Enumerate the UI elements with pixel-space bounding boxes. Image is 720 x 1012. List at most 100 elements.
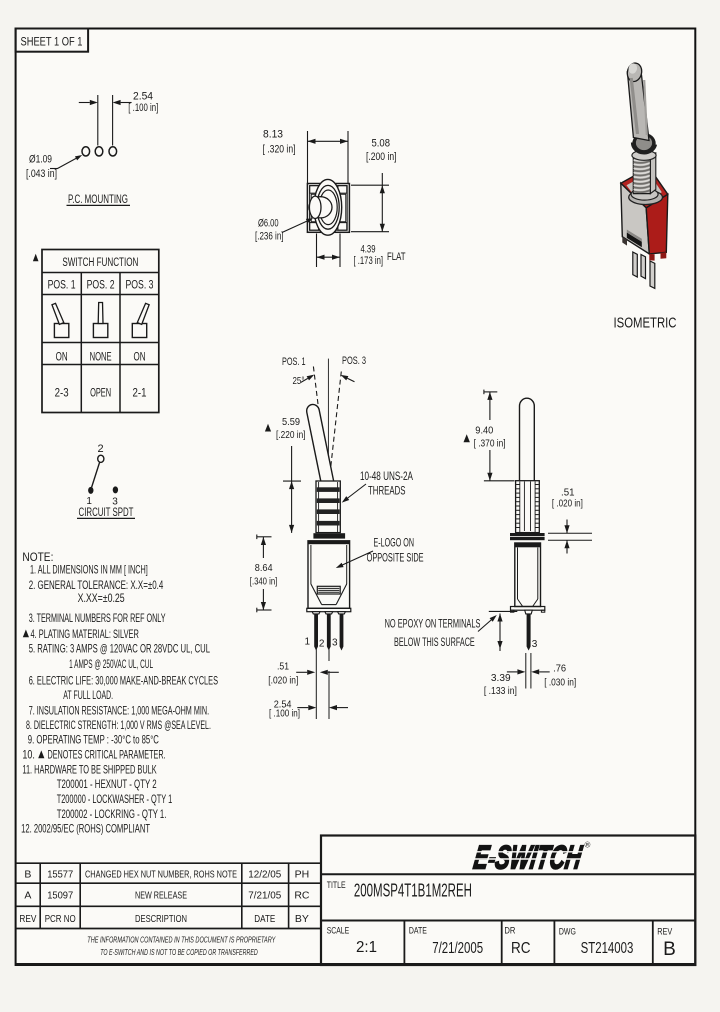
svg-text:[.043 in]: [.043 in] [26, 168, 57, 180]
svg-text:[ .133 in]: [ .133 in] [484, 685, 517, 697]
svg-text:15097: 15097 [47, 890, 73, 902]
svg-text:REV: REV [19, 913, 36, 925]
svg-text:POS. 2: POS. 2 [87, 280, 115, 292]
svg-text:POS. 3: POS. 3 [126, 280, 154, 292]
svg-text:[.200 in]: [.200 in] [366, 151, 397, 163]
svg-text:E-LOGO ON: E-LOGO ON [374, 536, 415, 550]
svg-text:PCR NO: PCR NO [45, 913, 76, 925]
svg-text:T200002 - LOCKRING - QTY 1.: T200002 - LOCKRING - QTY 1. [57, 807, 167, 821]
svg-text:9. OPERATING TEMP : -30°C to: 9. OPERATING TEMP : -30°C to 85°C [28, 733, 159, 747]
svg-text:NO EPOXY ON TERMINALS: NO EPOXY ON TERMINALS [385, 616, 481, 630]
svg-text:9.40: 9.40 [475, 425, 493, 437]
svg-text:NONE: NONE [90, 352, 112, 364]
svg-text:A: A [24, 890, 31, 902]
svg-text:T200001 - HEXNUT - QTY 2: T200001 - HEXNUT - QTY 2 [57, 777, 157, 791]
svg-text:TO E-SWITCH AND IS NOT TO BE C: TO E-SWITCH AND IS NOT TO BE COPIED OR T… [100, 947, 258, 957]
svg-text:FLAT: FLAT [387, 251, 406, 263]
svg-text:TITLE: TITLE [327, 880, 346, 891]
svg-text:3: 3 [112, 497, 118, 508]
svg-text:.51: .51 [561, 487, 575, 499]
svg-text:SHEET 1 OF 1: SHEET 1 OF 1 [21, 37, 83, 49]
svg-text:RC: RC [511, 940, 531, 957]
svg-text:1. ALL DIMENSIONS IN MM [ INC: 1. ALL DIMENSIONS IN MM [ INCH] [30, 562, 148, 576]
svg-text:[ .020 in]: [ .020 in] [552, 498, 583, 510]
svg-text:5.59: 5.59 [282, 416, 300, 428]
svg-text:THE INFORMATION CONTAINED IN T: THE INFORMATION CONTAINED IN THIS DOCUME… [87, 934, 276, 944]
svg-text:BELOW THIS SURFACE: BELOW THIS SURFACE [394, 635, 475, 649]
svg-text:[.220 in]: [.220 in] [276, 429, 306, 441]
svg-text:B: B [24, 868, 31, 880]
svg-text:RC: RC [294, 890, 310, 902]
svg-text:1: 1 [305, 637, 311, 648]
svg-text:[.340 in]: [.340 in] [250, 575, 278, 587]
svg-text:3: 3 [532, 639, 538, 650]
svg-text:OPEN: OPEN [90, 388, 111, 400]
svg-text:4. PLATING MATERIAL: SILVER: 4. PLATING MATERIAL: SILVER [31, 627, 140, 641]
svg-text:2-1: 2-1 [133, 388, 147, 400]
svg-text:DWG: DWG [559, 926, 576, 937]
svg-text:4.39: 4.39 [361, 244, 376, 256]
svg-text:[.020 in]: [.020 in] [268, 675, 298, 687]
svg-text:.76: .76 [553, 663, 566, 675]
svg-text:11. HARDWARE TO BE SHIPPED BU: 11. HARDWARE TO BE SHIPPED BULK [22, 762, 156, 776]
svg-text:8.64: 8.64 [255, 562, 273, 574]
svg-text:[ .320 in]: [ .320 in] [263, 144, 296, 156]
svg-text:SCALE: SCALE [327, 925, 350, 936]
svg-text:15577: 15577 [47, 868, 73, 880]
svg-text:POS. 1: POS. 1 [48, 280, 76, 292]
svg-text:NEW RELEASE: NEW RELEASE [135, 890, 187, 902]
svg-text:7/21/05: 7/21/05 [248, 890, 281, 902]
svg-text:3: 3 [332, 638, 338, 649]
svg-text:1: 1 [86, 496, 92, 507]
svg-text:E-SWITCH: E-SWITCH [471, 840, 584, 877]
svg-text:ST214003: ST214003 [581, 940, 634, 957]
svg-text:CIRCUIT SPDT: CIRCUIT SPDT [79, 505, 134, 519]
svg-text:5. RATING: 3 AMPS @ 120VAC O: 5. RATING: 3 AMPS @ 120VAC OR 28VDC UL, … [29, 641, 211, 655]
svg-text:7. INSULATION RESISTANCE: 1,: 7. INSULATION RESISTANCE: 1,000 MEGA-OHM… [29, 704, 209, 718]
svg-text:5.08: 5.08 [372, 138, 391, 150]
svg-text:[ .100 in]: [ .100 in] [269, 708, 300, 720]
svg-text:AT FULL LOAD.: AT FULL LOAD. [63, 688, 113, 702]
svg-text:.51: .51 [277, 661, 289, 673]
svg-text:10.: 10. [22, 748, 35, 762]
svg-text:2:1: 2:1 [356, 939, 377, 956]
svg-text:P.C. MOUNTING: P.C. MOUNTING [68, 192, 128, 206]
svg-text:DESCRIPTION: DESCRIPTION [135, 913, 187, 925]
svg-text:DATE: DATE [254, 913, 275, 925]
svg-text:BY: BY [295, 913, 309, 925]
svg-text:Ø1.09: Ø1.09 [29, 154, 52, 166]
svg-text:8. DIELECTRIC STRENGTH: 1,000: 8. DIELECTRIC STRENGTH: 1,000 V RMS @SEA… [26, 718, 211, 732]
svg-text:12/2/05: 12/2/05 [248, 868, 281, 880]
svg-text:10-48 UNS-2A: 10-48 UNS-2A [360, 469, 413, 483]
svg-text:8.13: 8.13 [263, 129, 283, 141]
svg-text:T200000 - LOCKWASHER - QTY 1: T200000 - LOCKWASHER - QTY 1 [57, 792, 173, 806]
svg-text:2-3: 2-3 [55, 388, 69, 400]
svg-text:[.236 in]: [.236 in] [255, 231, 284, 243]
svg-text:REV: REV [657, 926, 672, 937]
svg-text:DATE: DATE [409, 925, 427, 936]
svg-text:POS. 1: POS. 1 [282, 356, 306, 368]
svg-text:DENOTES CRITICAL PARAMETER.: DENOTES CRITICAL PARAMETER. [48, 748, 166, 762]
svg-text:SWITCH FUNCTION: SWITCH FUNCTION [62, 257, 138, 269]
svg-text:POS. 3: POS. 3 [342, 355, 366, 367]
svg-text:ON: ON [134, 352, 146, 364]
svg-text:2: 2 [97, 443, 103, 455]
svg-text:1 AMPS @ 250VAC UL, CUL: 1 AMPS @ 250VAC UL, CUL [69, 657, 153, 671]
svg-text:[ .173 in]: [ .173 in] [354, 255, 384, 267]
svg-text:NOTE:: NOTE: [22, 550, 53, 564]
svg-text:ON: ON [56, 352, 68, 364]
svg-text:ISOMETRIC: ISOMETRIC [614, 316, 677, 332]
svg-text:X.XX=±0.25: X.XX=±0.25 [78, 591, 125, 605]
svg-text:3. TERMINAL NUMBERS FOR REF O: 3. TERMINAL NUMBERS FOR REF ONLY [29, 611, 166, 625]
svg-text:[ .100 in]: [ .100 in] [128, 102, 158, 114]
svg-text:[ .030 in]: [ .030 in] [544, 677, 576, 689]
svg-text:2. GENERAL TOLERANCE: X.X=±0: 2. GENERAL TOLERANCE: X.X=±0.4 [29, 578, 164, 592]
svg-text:2: 2 [319, 639, 325, 650]
svg-text:25°: 25° [293, 375, 305, 387]
svg-text:®: ® [585, 841, 591, 850]
svg-text:PH: PH [295, 868, 310, 880]
svg-text:B: B [663, 939, 676, 960]
svg-text:[ .370 in]: [ .370 in] [474, 438, 506, 450]
svg-text:2.54: 2.54 [133, 90, 153, 102]
svg-text:200MSP4T1B1M2REH: 200MSP4T1B1M2REH [354, 880, 472, 901]
